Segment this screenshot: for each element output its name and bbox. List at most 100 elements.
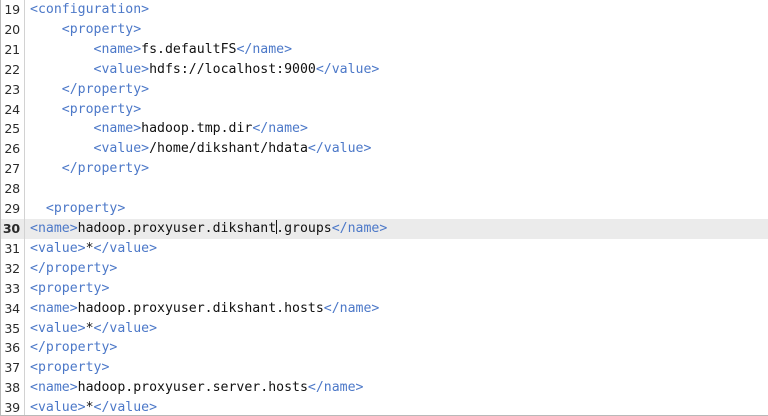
code-line[interactable]: 37 <property> [1,358,768,378]
indent-space [30,121,94,136]
indent-space [30,42,94,57]
code-line-content: <property> [30,199,125,219]
xml-text: .groups [276,220,332,236]
xml-text: hdfs://localhost:9000 [149,61,316,77]
line-number: 27 [4,161,20,177]
code-line[interactable]: 32 </property> [1,259,768,279]
line-number: 20 [4,21,20,37]
xml-tag: <property> [61,101,142,117]
line-number: 19 [4,2,20,17]
code-line-content: <value>/home/dikshant/hdata</value> [30,139,372,159]
xml-tag: <name> [30,220,78,236]
xml-tag: </name> [252,121,308,137]
xml-tag: <name> [30,300,78,316]
code-line-content: </property> [30,259,117,279]
xml-tag: <property> [30,360,110,376]
code-line[interactable]: 36</property> [1,338,768,358]
line-number: 31 [4,240,20,256]
line-number: 28 [4,181,20,197]
code-line[interactable]: 20 <property> [1,20,768,40]
xml-tag: </property> [30,340,118,356]
xml-text: hadoop.proxyuser.server.hosts [77,380,308,396]
code-line-content: <name>fs.defaultFS</name> [30,40,293,60]
xml-text: hadoop.proxyuser.dikshant.hosts [77,300,324,316]
xml-tag: </name> [236,41,293,57]
xml-tag: <name> [93,41,142,57]
code-line[interactable]: 39 <value>*</value> [1,398,768,416]
indent-space [30,22,62,37]
line-number: 24 [4,101,20,117]
text-caret [275,219,277,234]
indent-space [30,201,46,216]
line-number: 25 [4,121,20,137]
code-line-content: </property> [30,159,149,179]
indent-space [30,82,62,97]
code-line[interactable]: 23 </property> [1,80,768,100]
code-line[interactable]: 25 <name>hadoop.tmp.dir</name> [1,119,768,139]
code-line-content: </property> [30,338,117,358]
xml-text: * [85,400,94,416]
line-number: 39 [4,400,20,416]
xml-tag: <value> [30,240,86,256]
code-line[interactable]: 22 <value>hdfs://localhost:9000</value> [1,60,768,80]
code-line-content: <property> [30,358,109,378]
xml-tag: <value> [93,61,150,77]
code-line[interactable]: 34 <name>hadoop.proxyuser.dikshant.hosts<… [1,299,768,319]
code-line[interactable]: 35<value>*</value> [1,319,768,339]
code-line-content: <configuration> [30,0,149,20]
code-line-content: <name>hadoop.tmp.dir</name> [30,119,308,139]
line-number: 30 [2,220,20,236]
code-line[interactable]: 28 [1,179,768,199]
code-line[interactable]: 26 <value>/home/dikshant/hdata</value> [1,139,768,159]
code-line[interactable]: 19 <configuration> [1,0,768,20]
line-number: 38 [4,380,20,396]
xml-tag: </value> [307,141,372,157]
line-number: 26 [4,141,20,157]
xml-tag: </value> [93,320,158,336]
code-line[interactable]: 33 <property> [1,279,768,299]
xml-text: hadoop.proxyuser.dikshant [77,220,277,236]
line-number: 21 [4,41,20,57]
xml-tag: </property> [61,161,150,177]
xml-text: * [85,320,94,336]
code-line[interactable]: 29 <property> [1,199,768,219]
xml-tag: <value> [30,400,86,416]
line-number: 37 [4,360,20,376]
xml-tag: </value> [93,400,158,416]
line-number: 34 [4,300,20,316]
indent-space [30,141,94,156]
xml-tag: <name> [93,121,142,137]
xml-tag: <property> [30,280,110,296]
xml-tag: <value> [93,141,150,157]
code-line-current[interactable]: 30 <name>hadoop.proxyuser.dikshant.groups… [1,218,768,239]
xml-tag: <property> [45,201,126,217]
xml-tag: <configuration> [30,2,150,17]
code-line-content: <value>*</value> [30,319,157,339]
code-line[interactable]: 21 <name>fs.defaultFS</name> [1,40,768,60]
xml-tag: </name> [307,380,364,396]
gutter-divider [24,0,25,415]
xml-tag: </property> [61,81,150,97]
code-line-content: <property> [30,279,109,299]
code-line[interactable]: 27 </property> [1,159,768,179]
code-line[interactable]: 38 <name>hadoop.proxyuser.server.hosts</n… [1,378,768,398]
code-line-content: <value>*</value> [30,239,157,259]
xml-tag: </value> [315,61,380,77]
code-line-content: <value>hdfs://localhost:9000</value> [30,60,380,80]
code-line[interactable]: 31 <value>*</value> [1,239,768,259]
xml-tag: <value> [30,320,86,336]
xml-text: * [85,240,94,256]
line-number: 32 [4,260,20,276]
code-line-content: <property> [30,100,141,120]
line-number: 33 [4,280,20,296]
xml-tag: </property> [30,260,118,276]
xml-text: /home/dikshant/hdata [149,141,308,157]
code-line-content: <name>hadoop.proxyuser.dikshant.groups</… [30,219,387,239]
code-line-content: <name>hadoop.proxyuser.dikshant.hosts</n… [30,299,379,319]
code-line-content: <value>*</value> [30,398,158,416]
code-line[interactable]: 24 <property> [1,100,768,120]
code-line-content: <name>hadoop.proxyuser.server.hosts</nam… [30,378,363,398]
xml-text: fs.defaultFS [141,41,237,57]
